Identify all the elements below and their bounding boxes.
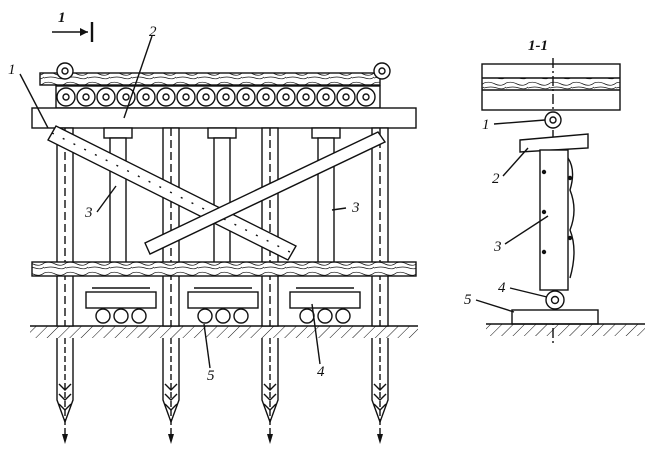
roller-hub (122, 93, 130, 101)
pile-arrow (267, 434, 273, 444)
roller (176, 87, 196, 107)
diagonal-braces (47, 125, 387, 261)
pile-tip-mark (263, 403, 277, 411)
roller-hub (142, 93, 150, 101)
roller (136, 87, 156, 107)
roller (236, 87, 256, 107)
struts (103, 127, 341, 267)
section-leaders (475, 119, 549, 313)
section-wheel (545, 290, 565, 310)
pile-tip-mark (263, 393, 277, 401)
carriage-right (289, 287, 361, 324)
carriages (85, 287, 361, 324)
roller-hub (282, 93, 290, 101)
roller-hub (362, 93, 370, 101)
roller (116, 87, 136, 107)
roller-hub (262, 93, 270, 101)
section-label-3: 3 (493, 239, 502, 255)
roller-hub (322, 93, 330, 101)
section-cut-mark: 1 (52, 10, 94, 42)
section-label-4: 4 (498, 280, 506, 296)
roller-hub (222, 93, 230, 101)
label-5-main: 5 (207, 368, 215, 384)
roller-hub (182, 93, 190, 101)
roller-hub (202, 93, 210, 101)
roller (316, 87, 336, 107)
roller-row (55, 85, 381, 109)
pile-tip-mark (58, 383, 72, 391)
carriage-left (85, 287, 157, 324)
section-label-2: 2 (492, 171, 500, 187)
section-mark-label: 1 (58, 10, 66, 26)
top-wheel-right (373, 62, 391, 80)
section-label-1: 1 (482, 117, 490, 133)
pile-tip-mark (164, 403, 178, 411)
roller (296, 87, 316, 107)
section-base (486, 309, 645, 336)
roller (196, 87, 216, 107)
roller-hub (82, 93, 90, 101)
section-cap (519, 133, 589, 153)
pile-tip-mark (373, 403, 387, 411)
roller (56, 87, 76, 107)
roller (76, 87, 96, 107)
ground-line (30, 325, 418, 338)
section-title: 1-1 (528, 38, 548, 54)
label-2-main: 2 (149, 24, 157, 40)
roller-hub (242, 93, 250, 101)
roller-hub (302, 93, 310, 101)
roller (356, 87, 376, 107)
roller-hub (102, 93, 110, 101)
pile-tip-mark (58, 403, 72, 411)
formwork-deck (39, 72, 381, 86)
section-label-5: 5 (464, 292, 472, 308)
label-1-main: 1 (8, 62, 16, 78)
top-beam (31, 107, 417, 129)
section-view: 1-1 (464, 38, 645, 345)
main-view: 1 1 2 3 3 5 4 (8, 10, 418, 444)
roller (156, 87, 176, 107)
pile-tips (56, 338, 389, 444)
label-3-left: 3 (84, 205, 93, 221)
pile-tip-mark (373, 383, 387, 391)
section-roller (544, 111, 562, 129)
label-3-right: 3 (351, 200, 360, 216)
roller-hub (62, 93, 70, 101)
lower-beam (31, 261, 417, 277)
pile-tip-mark (164, 383, 178, 391)
roller-hub (162, 93, 170, 101)
section-post (539, 149, 575, 291)
pile-arrow (62, 434, 68, 444)
pile-tip-mark (263, 383, 277, 391)
roller (336, 87, 356, 107)
pile-tip-mark (58, 393, 72, 401)
label-4-main: 4 (317, 364, 325, 380)
roller (276, 87, 296, 107)
pile-arrow (168, 434, 174, 444)
roller (216, 87, 236, 107)
carriage-middle (187, 287, 259, 324)
pile-arrow (377, 434, 383, 444)
top-wheel-left (56, 62, 74, 80)
roller-hub (342, 93, 350, 101)
pile-tip-mark (164, 393, 178, 401)
roller (256, 87, 276, 107)
roller (96, 87, 116, 107)
leader-lines (19, 35, 347, 369)
pile-tip-mark (373, 393, 387, 401)
